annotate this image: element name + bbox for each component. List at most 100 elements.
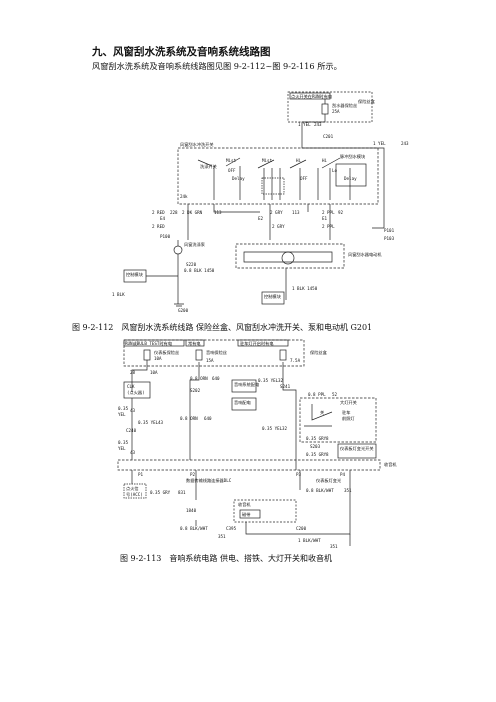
diagram-label: 1840 [186,508,197,513]
fig1-c201: C201 [323,134,334,139]
diagram-label: 1 YEL [298,122,311,127]
svg-text:YEL: YEL [118,446,126,451]
diagram-label: 351 [344,488,352,493]
fig2-clk [123,381,151,399]
diagram-label: (点火器) [127,390,145,396]
diagram-label: Lo [332,168,338,173]
diagram-label: 0.8 BLK/WHT [180,526,208,531]
diagram-label: 关 [320,409,324,416]
diagram-label: 8 [326,436,329,441]
diagram-label: E4 [160,216,166,221]
svg-text:点火信: 点火信 [126,485,139,492]
diagram-label: 2 DK GRN [182,210,203,215]
diagram-label: 15A [206,358,214,363]
diagram-label: 10A [154,356,162,361]
fig2-fuse-box [123,339,305,367]
diagram-label: 243 [401,141,409,146]
diagram-label: 收音机 [384,461,397,468]
svg-text:YEL: YEL [118,412,126,417]
svg-text:P2: P2 [190,472,196,477]
diagram-label: 0.35 YEL [138,420,159,425]
svg-text:P3: P3 [296,472,302,477]
diagram-label: 驻车 [342,409,350,416]
fig1-right-module [261,291,285,305]
section-intro: 风窗刮水洗系统及音响系统线路图见图 9-2-112~图 9-2-116 所示。 [92,61,342,71]
fig2-hot3: 驻车灯开启时有电 [240,340,274,347]
diagram-label: 磁带 [242,511,250,518]
diagram-label: 43 [158,420,164,425]
fig2-headlamp-switch [299,397,377,443]
fig2-headlamp-switch-label: 大灯开关 [340,399,357,406]
diagram-label: C200 [296,526,307,531]
fig1-p101: P101 [384,228,395,233]
diagram-label: 控制模块 [126,271,144,278]
diagram-label: 0.8 BLK/WHT [306,488,334,493]
svg-text:号(ACC): 号(ACC) [126,492,143,498]
diagram-label: 2 GRY [272,224,285,229]
diagram-label: S241 [280,384,291,389]
figure-1-caption: 图 9-2-112 风窗刮水洗系统线路 保险丝盒、风窗刮水冲洗开关、泵和电动机 … [72,323,373,332]
diagram-label: 2 GRY [270,210,283,215]
svg-text:0.35: 0.35 [118,440,129,445]
diagram-label: 0.8 ORN [180,416,198,421]
svg-text:32: 32 [282,426,288,431]
fig1-fuse-box [287,91,373,123]
fig2-fuse-box-label: 保险丝盒 [310,349,328,356]
fig1-motor-label: 风窗刮水器电动机 [348,251,382,258]
fig2-amp-feed [231,397,257,411]
diagram-label: 351 [218,534,226,539]
diagram-label: 7.5A [290,358,301,363]
svg-text:10A: 10A [150,370,158,375]
diagram-label: 1 YEL [373,141,386,146]
diagram-label: 仪表板灯变光 [316,477,341,484]
diagram-label: 2 PPL [322,224,335,229]
diagram-label: 1 BLK [112,292,125,297]
diagram-label: 音响系统配电 [234,381,260,388]
fig1-p103: P103 [384,236,395,241]
fig1-washer-switch: 洗涤开关 [200,163,217,170]
diagram-label: S202 [190,388,201,393]
diagram-label: 228 [170,210,178,215]
figure-2-caption: 图 9-2-113 音响系统电路 供电、搭铁、大灯开关和收音机 [120,554,332,563]
figure-2-diagram: RUN或BULB TEST时有电 常有电 驻车灯开启时有电 保险丝盒 仪表板保险… [117,339,397,549]
fig1-motor-box [235,243,345,269]
fig2-hot1: RUN或BULB TEST时有电 [125,340,173,347]
diagram-label: 0.35 GRY [150,490,171,495]
diagram-label: 仪表板保险丝 [154,349,179,356]
fig2-hot2: 常有电 [188,340,201,347]
diagram-label: S220 [186,262,197,267]
diagram-label: 前照灯 [342,415,355,422]
fig1-ground: G200 [178,308,189,313]
svg-text:52: 52 [332,392,338,397]
fig1-wiper-switch-label: 风窗刮水冲洗开关 [180,141,214,148]
svg-text:28: 28 [130,370,136,375]
diagram-label: 113 [292,210,300,215]
fig2-radio-feed [231,379,257,393]
fig2-radio-box [117,459,381,471]
diagram-label: 2 RED [152,224,165,229]
fig1-pump-symbol [173,245,183,255]
diagram-label: 243 [314,122,322,127]
figure-1-diagram: 点火开关在RUN时有电 保险丝盒 刮水器保险丝 25A 1 YEL 243 C2… [112,91,409,313]
diagram-label: Hi [296,158,302,163]
diagram-label: 控制模块 [264,293,282,300]
diagram-label: 92 [338,210,344,215]
svg-text:P4: P4 [340,472,346,477]
fig1-pump-label: 风窗洗涤泵 [184,241,205,248]
diagram-label: 脉冲刮水模块 [340,153,366,160]
diagram-label: 数据传输线路连接器DLC [186,477,232,484]
diagram-label: 8 [326,452,329,457]
diagram-label: 43 [130,450,136,455]
diagram-label: 640 [204,416,212,421]
fig2-dimmer [337,443,377,459]
fig1-fuse-box-label: 保险丝盒 [358,98,376,105]
section-heading: 九、风窗刮水洗系统及音响系统线路图 [92,46,271,58]
diagram-label: Mist [226,158,237,163]
diagram-label: 0.8 ORN [190,376,208,381]
diagram-label: P100 [160,234,171,239]
fig1-fuse-label: 刮水器保险丝 [332,102,357,109]
diagram-label: E2 [258,216,264,221]
diagram-label: 0.8 PPL [308,392,326,397]
svg-text:32: 32 [278,378,284,383]
